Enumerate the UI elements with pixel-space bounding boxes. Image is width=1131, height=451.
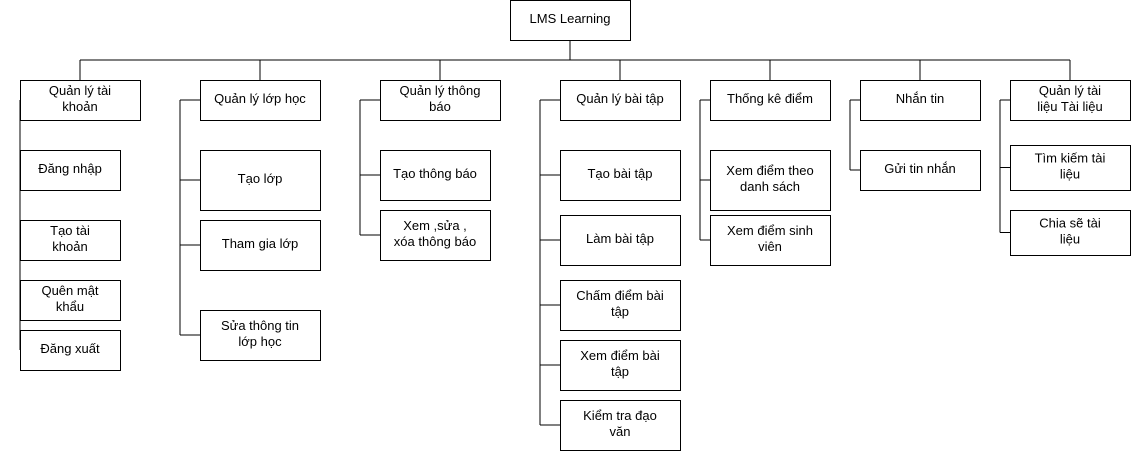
child-node-box	[20, 150, 121, 191]
child-node: Tạo thông báo	[380, 150, 491, 201]
child-node-label: Tạo thông báo	[393, 166, 477, 181]
child-node-box	[200, 150, 321, 211]
child-node-box	[20, 220, 121, 261]
child-node-box	[380, 150, 491, 201]
child-node-box	[200, 220, 321, 271]
root-node-label: LMS Learning	[530, 11, 611, 26]
connector-lines	[19, 40, 1071, 426]
group-node-label: Quản lý bài tập	[576, 91, 663, 106]
group-node-box	[560, 80, 681, 121]
child-node-label: Tham gia lớp	[222, 236, 298, 251]
group-node-box	[20, 80, 141, 121]
group-node-box	[710, 80, 831, 121]
child-node-box	[710, 215, 831, 266]
child-node: Tham gia lớp	[200, 220, 321, 271]
group-node: Thống kê điểm	[710, 80, 831, 121]
group-node-label: Thống kê điểm	[727, 91, 813, 106]
child-node: Đăng xuất	[20, 330, 121, 371]
child-node-label: Tạo bài tập	[587, 166, 652, 181]
root-node-box	[510, 0, 631, 41]
child-node-label: Đăng nhập	[38, 161, 102, 176]
child-node-box	[560, 400, 681, 451]
group-node-box	[860, 80, 981, 121]
group-node: Nhắn tin	[860, 80, 981, 121]
group-node-box	[380, 80, 501, 121]
child-node-box	[1010, 145, 1131, 191]
child-node: Tạo bài tập	[560, 150, 681, 201]
child-node: Gửi tin nhắn	[860, 150, 981, 191]
child-node: Làm bài tập	[560, 215, 681, 266]
child-node-box	[710, 150, 831, 211]
child-node-box	[200, 310, 321, 361]
child-node-box	[20, 330, 121, 371]
child-node-box	[560, 150, 681, 201]
group-node-label: Nhắn tin	[896, 91, 944, 106]
child-node: Xem ,sửa ,xóa thông báo	[380, 210, 491, 261]
child-node-box	[560, 340, 681, 391]
child-node-label: Đăng xuất	[40, 341, 100, 356]
child-node-box	[380, 210, 491, 261]
group-node-label: Quản lý lớp học	[214, 91, 306, 106]
group-node: Quản lý bài tập	[560, 80, 681, 121]
group-node-box	[1010, 80, 1131, 121]
child-node-box	[860, 150, 981, 191]
child-node-box	[560, 280, 681, 331]
child-node-label: Gửi tin nhắn	[884, 161, 956, 176]
child-node: Đăng nhập	[20, 150, 121, 191]
child-node-box	[560, 215, 681, 266]
child-node-label: Xem ,sửa ,xóa thông báo	[394, 218, 476, 249]
child-node-box	[20, 280, 121, 321]
group-node-box	[200, 80, 321, 121]
root-node: LMS Learning	[510, 0, 631, 41]
child-node-label: Tạo lớp	[238, 171, 283, 186]
child-node: Tạo lớp	[200, 150, 321, 211]
child-node-label: Làm bài tập	[586, 231, 654, 246]
group-node: Quản lý lớp học	[200, 80, 321, 121]
